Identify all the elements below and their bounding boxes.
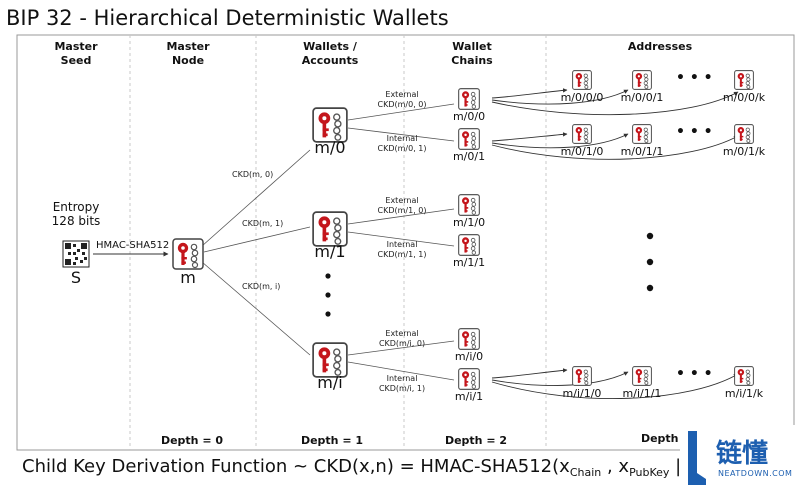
header-addresses: Addresses bbox=[627, 40, 693, 53]
edge-m-m0 bbox=[201, 149, 311, 247]
chain-label: m/1/0 bbox=[452, 216, 486, 229]
page-title: BIP 32 - Hierarchical Deterministic Wall… bbox=[6, 6, 449, 30]
address-key-icon bbox=[734, 70, 754, 90]
diagram-frame bbox=[16, 34, 795, 451]
edge-m1-int bbox=[347, 231, 455, 247]
address-label: m/i/1/k bbox=[724, 387, 764, 400]
chain-key-icon bbox=[458, 234, 480, 256]
edge-mi1-addrk bbox=[491, 373, 739, 399]
chain-label: m/0/1 bbox=[452, 150, 486, 163]
address-key-icon bbox=[734, 366, 754, 386]
brand-name: 链懂 bbox=[716, 439, 769, 469]
edge-label-external: External CKD(m/i, 0) bbox=[378, 329, 426, 348]
edge-m01-addr1 bbox=[491, 133, 629, 149]
edge-mi1-addr1 bbox=[491, 371, 629, 386]
address-ellipsis: • • • bbox=[676, 70, 713, 86]
address-key-icon bbox=[734, 124, 754, 144]
edge-label-external: External CKD(m/1, 0) bbox=[377, 196, 427, 215]
depth-label: Depth = 1 bbox=[300, 434, 364, 447]
edge-m01-addrk bbox=[491, 135, 739, 160]
edge-m00-addrk bbox=[491, 91, 739, 116]
address-label: m/0/0/k bbox=[722, 91, 766, 104]
edge-m00-addr0 bbox=[491, 88, 568, 99]
address-key-icon bbox=[632, 124, 652, 144]
address-key-icon bbox=[632, 70, 652, 90]
ellipsis-dot bbox=[646, 232, 654, 240]
master-key-icon bbox=[172, 238, 204, 270]
chain-key-icon bbox=[458, 88, 480, 110]
address-label: m/0/0/1 bbox=[620, 91, 664, 104]
address-label: m/0/1/0 bbox=[560, 145, 604, 158]
seed-qr-icon bbox=[62, 240, 90, 268]
account-label: m/0 bbox=[314, 138, 346, 157]
ellipsis-dot bbox=[646, 284, 654, 292]
chain-label: m/0/0 bbox=[452, 110, 486, 123]
edge-m1-ext bbox=[347, 208, 455, 225]
edge-label-internal: Internal CKD(m/i, 1) bbox=[378, 374, 426, 393]
account-label: m/i bbox=[317, 373, 343, 392]
edge-label-external: External CKD(m/0, 0) bbox=[377, 90, 427, 109]
edge-mi-ext bbox=[347, 340, 455, 356]
entropy-label: Entropy 128 bits bbox=[51, 200, 101, 228]
chain-key-icon bbox=[458, 128, 480, 150]
edge-label-ckd-mi: CKD(m, i) bbox=[242, 282, 281, 291]
ellipsis-dot bbox=[325, 292, 331, 298]
depth-label: Depth = 0 bbox=[160, 434, 224, 447]
edge-mi-int bbox=[347, 361, 455, 381]
address-label: m/0/1/k bbox=[722, 145, 766, 158]
edge-label-ckd-m0: CKD(m, 0) bbox=[232, 170, 274, 179]
chain-label: m/i/0 bbox=[454, 350, 484, 363]
header-master-seed: Master Seed bbox=[54, 40, 98, 67]
chain-key-icon bbox=[458, 328, 480, 350]
edge-label-internal: Internal CKD(m/0, 1) bbox=[377, 134, 427, 153]
edge-m0-ext bbox=[347, 103, 455, 121]
address-key-icon bbox=[572, 366, 592, 386]
edge-m01-addr0 bbox=[491, 132, 568, 142]
address-label: m/0/1/1 bbox=[620, 145, 664, 158]
edge-label-internal: Internal CKD(m/1, 1) bbox=[377, 240, 427, 259]
edge-m-m1 bbox=[203, 226, 311, 253]
address-ellipsis: • • • bbox=[676, 366, 713, 382]
address-key-icon bbox=[572, 124, 592, 144]
ellipsis-dot bbox=[646, 258, 654, 266]
header-wallets: Wallets / Accounts bbox=[301, 40, 359, 67]
chain-label: m/i/1 bbox=[454, 390, 484, 403]
master-node-label: m bbox=[180, 268, 196, 287]
ellipsis-dot bbox=[325, 311, 331, 317]
edge-label-ckd-m1: CKD(m, 1) bbox=[242, 219, 284, 228]
edge-m00-addr1 bbox=[491, 89, 629, 105]
edge-mi1-addr0 bbox=[491, 368, 568, 379]
address-label: m/i/1/1 bbox=[622, 387, 662, 400]
edge-m-mi bbox=[201, 261, 311, 356]
address-label: m/0/0/0 bbox=[560, 91, 604, 104]
chain-label: m/1/1 bbox=[452, 256, 486, 269]
account-label: m/1 bbox=[314, 242, 346, 261]
ckd-formula: Child Key Derivation Function ~ CKD(x,n)… bbox=[22, 456, 688, 479]
chain-key-icon bbox=[458, 368, 480, 390]
seed-symbol: S bbox=[70, 268, 82, 287]
brand-logo-icon bbox=[688, 431, 706, 485]
account-key-icon bbox=[312, 342, 348, 378]
account-key-icon bbox=[312, 107, 348, 143]
depth-label: Depth = 2 bbox=[444, 434, 508, 447]
address-ellipsis: • • • bbox=[676, 124, 713, 140]
address-label: m/i/1/0 bbox=[562, 387, 602, 400]
ellipsis-dot bbox=[325, 273, 331, 279]
brand-watermark: 链懂 NEATDOWN.COM bbox=[680, 425, 800, 493]
address-key-icon bbox=[632, 366, 652, 386]
header-master-node: Master Node bbox=[166, 40, 210, 67]
hmac-label: HMAC-SHA512 bbox=[96, 240, 170, 251]
header-chains: Wallet Chains bbox=[451, 40, 493, 67]
chain-key-icon bbox=[458, 194, 480, 216]
account-key-icon bbox=[312, 211, 348, 247]
edge-m0-int bbox=[347, 127, 455, 142]
address-key-icon bbox=[572, 70, 592, 90]
brand-domain: NEATDOWN.COM bbox=[718, 469, 793, 478]
